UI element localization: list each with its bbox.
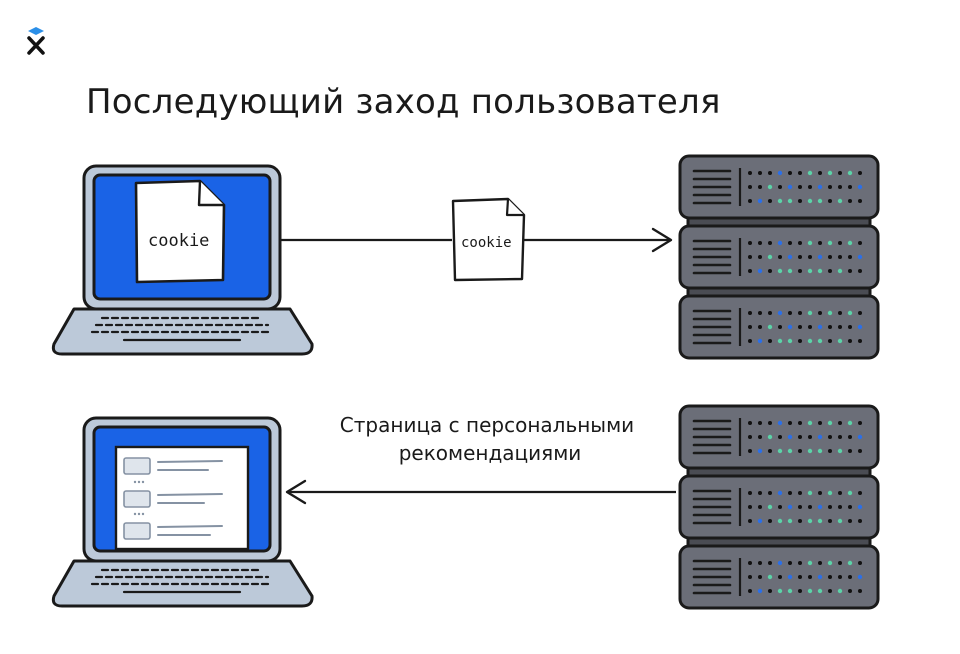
cookie-document-icon xyxy=(134,179,226,284)
x-logo-icon xyxy=(27,27,45,55)
response-label-line1: Страница с персональными xyxy=(340,413,634,437)
laptop-with-page xyxy=(51,416,314,608)
page-title: Последующий заход пользователя xyxy=(86,82,721,122)
server-rack xyxy=(680,406,878,608)
response-arrow xyxy=(285,479,676,505)
recommendation-page-icon xyxy=(114,445,250,551)
server-rack xyxy=(680,156,878,358)
cookie-label: cookie xyxy=(148,231,209,251)
laptop-with-cookie: cookie xyxy=(51,164,314,356)
cookie-document-icon xyxy=(451,197,526,282)
cookie-label: cookie xyxy=(461,235,512,251)
request-arrow xyxy=(280,227,673,253)
response-label-line2: рекомендациями xyxy=(399,441,582,465)
